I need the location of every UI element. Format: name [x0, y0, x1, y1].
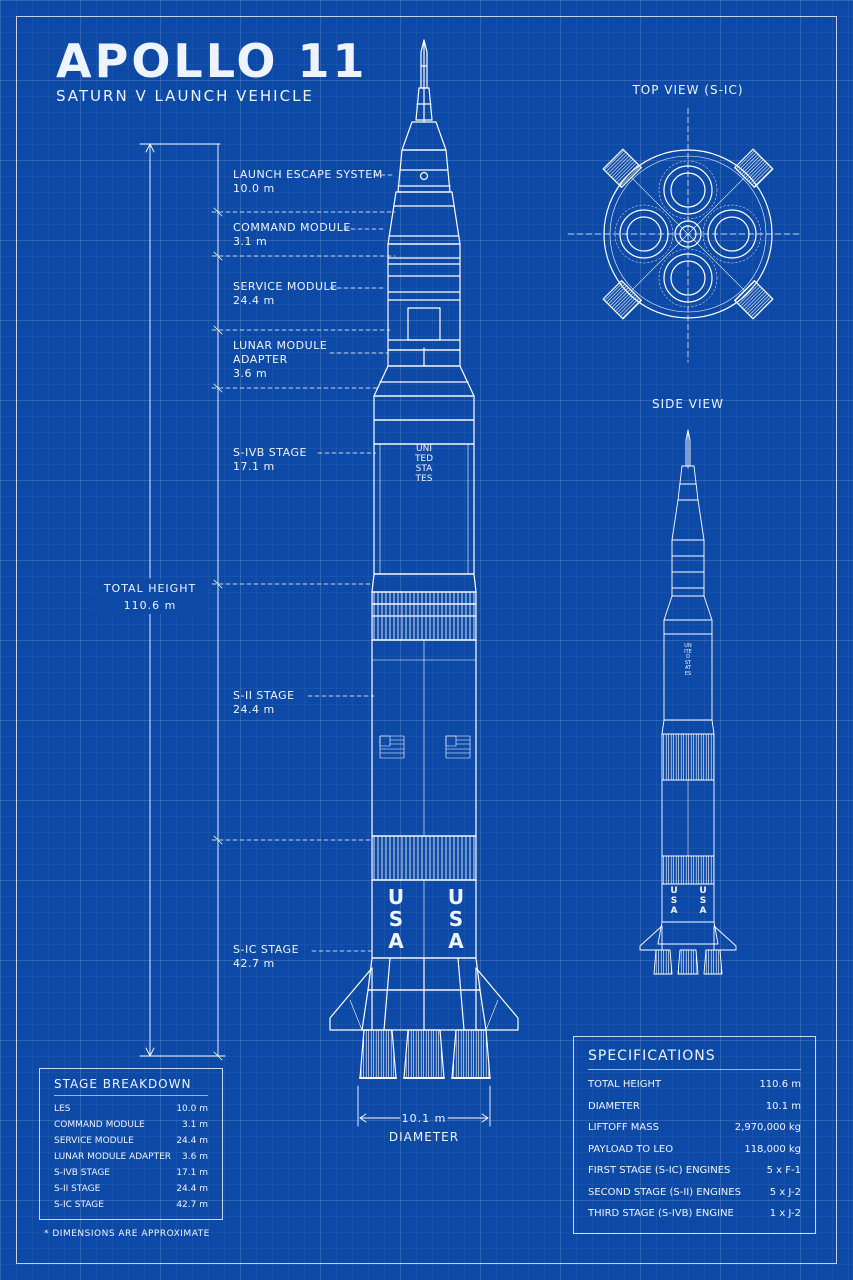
callout-launch-escape-system: LAUNCH ESCAPE SYSTEM 10.0 m: [233, 168, 383, 196]
row-value: 110.6 m: [759, 1079, 801, 1090]
stage-breakdown-rows: LES 10.0 m COMMAND MODULE 3.1 m SERVICE MO…: [54, 1101, 208, 1213]
callout-label: LUNAR MODULE ADAPTER: [233, 339, 328, 366]
callout-service-module: SERVICE MODULE 24.4 m: [233, 280, 338, 308]
total-height-label: TOTAL HEIGHT 110.6 m: [92, 580, 208, 614]
row-name: FIRST STAGE (S-IC) ENGINES: [588, 1165, 731, 1176]
callout-value: 42.7 m: [233, 957, 275, 970]
table-row: DIAMETER 10.1 m: [588, 1096, 801, 1118]
row-value: 3.6 m: [182, 1152, 208, 1162]
row-name: LIFTOFF MASS: [588, 1122, 659, 1133]
top-view-caption: TOP VIEW (S-IC): [632, 83, 744, 97]
blueprint-border: [16, 16, 837, 1264]
row-value: 118,000 kg: [744, 1143, 801, 1155]
table-row: COMMAND MODULE 3.1 m: [54, 1117, 208, 1133]
specifications-panel: SPECIFICATIONS TOTAL HEIGHT 110.6 m DIAME…: [573, 1036, 816, 1234]
row-value: 3.1 m: [182, 1120, 208, 1130]
diameter-dimension: [357, 1085, 491, 1127]
row-name: SECOND STAGE (S-II) ENGINES: [588, 1186, 741, 1198]
row-value: 10.1 m: [765, 1100, 801, 1112]
callout-label: COMMAND MODULE: [233, 221, 351, 234]
callout-label: SERVICE MODULE: [233, 280, 338, 293]
row-name: S-IC STAGE: [54, 1200, 104, 1210]
side-view-usa-left: USA: [670, 886, 678, 916]
table-row: TOTAL HEIGHT 110.6 m: [588, 1074, 801, 1096]
row-value: 2,970,000 kg: [734, 1122, 801, 1133]
row-name: DIAMETER: [588, 1100, 640, 1112]
callout-label: S-IVB STAGE: [233, 446, 307, 459]
rocket-usa-left: USA: [387, 885, 405, 953]
row-value: 17.1 m: [176, 1168, 208, 1178]
callout-value: 3.6 m: [233, 367, 268, 380]
rocket-vertical-text: UNITED STATES: [414, 444, 434, 484]
row-name: LUNAR MODULE ADAPTER: [54, 1152, 172, 1162]
stage-breakdown-panel: STAGE BREAKDOWN LES 10.0 m COMMAND MODULE…: [39, 1068, 223, 1220]
table-row: THIRD STAGE (S-IVB) ENGINE 1 x J-2: [588, 1203, 801, 1225]
specifications-title: SPECIFICATIONS: [588, 1048, 716, 1064]
table-row: PAYLOAD TO LEO 118,000 kg: [588, 1139, 801, 1161]
callout-value: 10.0 m: [233, 182, 275, 195]
callout-value: 24.4 m: [233, 703, 275, 716]
panel-divider: [54, 1095, 208, 1096]
saturn-v-main-view: [329, 39, 519, 1079]
panel-divider: [588, 1069, 801, 1070]
side-view-caption: SIDE VIEW: [652, 397, 724, 411]
table-row: LES 10.0 m: [54, 1101, 208, 1117]
callout-s-ic-stage: S-IC STAGE 42.7 m: [233, 943, 299, 971]
stage-breakdown-title: STAGE BREAKDOWN: [54, 1077, 192, 1091]
page-title: APOLLO 11: [56, 34, 368, 88]
row-name: S-IVB STAGE: [54, 1168, 110, 1178]
callout-label: S-IC STAGE: [233, 943, 300, 956]
callout-lunar-module-adapter: LUNAR MODULE ADAPTER 3.6 m: [233, 339, 329, 381]
footnote: * DIMENSIONS ARE APPROXIMATE: [44, 1229, 210, 1239]
specifications-rows: TOTAL HEIGHT 110.6 m DIAMETER 10.1 m LIFTO…: [588, 1074, 801, 1225]
row-name: THIRD STAGE (S-IVB) ENGINE: [588, 1208, 734, 1219]
row-name: LES: [54, 1104, 71, 1114]
total-height-value: 110.6 m: [123, 599, 177, 612]
table-row: FIRST STAGE (S-IC) ENGINES 5 x F-1: [588, 1160, 801, 1182]
callout-s-ivb-stage: S-IVB STAGE 17.1 m: [233, 446, 307, 474]
callout-label: LAUNCH ESCAPE SYSTEM: [233, 168, 383, 181]
row-name: SERVICE MODULE: [54, 1136, 134, 1146]
table-row: S-IVB STAGE 17.1 m: [54, 1165, 208, 1181]
table-row: LUNAR MODULE ADAPTER 3.6 m: [54, 1149, 208, 1165]
table-row: S-IC STAGE 42.7 m: [54, 1197, 208, 1213]
callout-value: 17.1 m: [233, 460, 275, 473]
row-value: 5 x J-2: [769, 1186, 801, 1198]
side-view-usa-right: USA: [699, 886, 707, 916]
row-value: 24.4 m: [176, 1184, 208, 1194]
diameter-label: DIAMETER: [388, 1130, 460, 1144]
callout-s-ii-stage: S-II STAGE 24.4 m: [233, 689, 295, 717]
row-name: PAYLOAD TO LEO: [588, 1143, 674, 1155]
table-row: S-II STAGE 24.4 m: [54, 1181, 208, 1197]
side-view-vertical-text: UNITED STATES: [684, 643, 692, 677]
row-value: 10.0 m: [176, 1104, 208, 1114]
table-row: SERVICE MODULE 24.4 m: [54, 1133, 208, 1149]
rocket-usa-right: USA: [447, 885, 465, 953]
usa-flag-right: [445, 735, 471, 759]
row-name: TOTAL HEIGHT: [588, 1079, 662, 1090]
row-value: 5 x F-1: [766, 1165, 801, 1176]
row-value: 24.4 m: [176, 1136, 208, 1146]
table-row: SECOND STAGE (S-II) ENGINES 5 x J-2: [588, 1182, 801, 1204]
total-height-name: TOTAL HEIGHT: [103, 582, 197, 595]
usa-flag-left: [379, 735, 405, 759]
callout-command-module: COMMAND MODULE 3.1 m: [233, 221, 351, 249]
callout-value: 24.4 m: [233, 294, 275, 307]
callout-label: S-II STAGE: [233, 689, 295, 702]
row-name: S-II STAGE: [54, 1184, 101, 1194]
diameter-value: 10.1 m: [401, 1112, 447, 1125]
side-view-diagram: [639, 429, 737, 975]
top-view-diagram: [567, 107, 801, 363]
row-value: 1 x J-2: [769, 1208, 801, 1219]
height-dimension-lines: [139, 143, 396, 1061]
callout-value: 3.1 m: [233, 235, 268, 248]
page-subtitle: SATURN V LAUNCH VEHICLE: [56, 87, 314, 105]
table-row: LIFTOFF MASS 2,970,000 kg: [588, 1117, 801, 1139]
row-name: COMMAND MODULE: [54, 1120, 145, 1130]
row-value: 42.7 m: [176, 1200, 208, 1210]
